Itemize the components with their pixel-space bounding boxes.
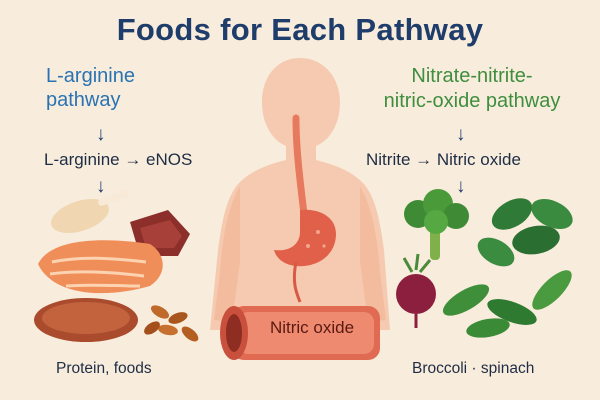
left-caption: Protein, foods (56, 360, 152, 377)
steak-icon (34, 298, 138, 342)
right-pathway-title: Nitrate-nitrite- nitric-oxide pathway (352, 64, 592, 114)
chicken-icon (51, 189, 129, 234)
beet-icon (396, 253, 436, 328)
page-title: Foods for Each Pathway (116, 12, 484, 47)
spinach-icon (477, 198, 573, 267)
almonds-icon (144, 305, 199, 342)
left-arrow-down-icon-2: ↓ (96, 176, 106, 197)
right-arrow-down-icon-1: ↓ (456, 124, 466, 145)
left-pathway-title-line2: pathway (46, 89, 121, 111)
artery-icon (220, 306, 380, 360)
broccoli-icon (404, 189, 469, 260)
arugula-icon (442, 270, 572, 338)
salmon-icon (38, 240, 163, 294)
left-flow-text: L-arginine → eNOS (44, 150, 193, 169)
left-arrow-down-icon-1: ↓ (96, 124, 106, 145)
left-pathway-title-line1: L-arginine (46, 65, 135, 87)
right-caption: Broccoli · spinach (412, 360, 535, 377)
right-pathway-title-line1: Nitrate-nitrite- (411, 65, 533, 87)
stomach-icon (274, 114, 336, 303)
right-flow-text: Nitrite → Nitric oxide (366, 150, 521, 169)
left-pathway-title: L-arginine pathway (46, 64, 216, 112)
right-arrow-down-icon-2: ↓ (456, 176, 466, 197)
artery-label: Nitric oxide (269, 318, 355, 337)
right-pathway-title-line2: nitric-oxide pathway (383, 90, 561, 112)
